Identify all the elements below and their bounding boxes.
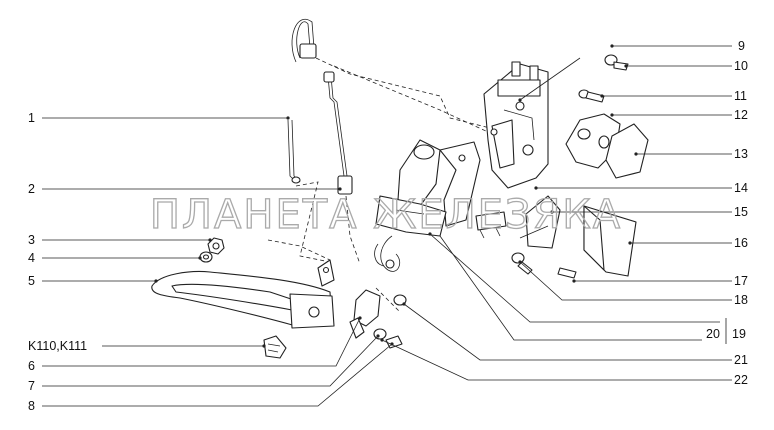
connector-block xyxy=(475,211,507,239)
callout-19: 19 xyxy=(732,327,746,341)
screw-17 xyxy=(557,267,577,279)
callout-2: 2 xyxy=(28,182,35,196)
washer-21 xyxy=(393,294,407,306)
callout-7: 7 xyxy=(28,379,35,393)
callouts-left: 1 2 3 4 5 K110,K111 6 7 8 xyxy=(28,111,87,413)
screw-8 xyxy=(385,335,403,349)
k110-clip xyxy=(263,335,287,359)
callout-6: 6 xyxy=(28,359,35,373)
watermark-text: ПЛАНЕТА ЖЕЛЕЗЯКА xyxy=(150,192,622,238)
parts-drawing xyxy=(151,19,649,359)
bracket-15 xyxy=(519,195,561,249)
washer-4 xyxy=(199,251,213,263)
callout-16: 16 xyxy=(734,236,748,250)
callout-4: 4 xyxy=(28,251,35,265)
screw-9-10 xyxy=(604,54,629,71)
callout-21: 21 xyxy=(734,353,748,367)
rod-1 xyxy=(287,19,317,184)
callouts-right: 9 10 11 12 13 14 15 16 17 18 20 19 21 22 xyxy=(706,39,748,387)
callout-15: 15 xyxy=(734,205,748,219)
callout-k110-k111: K110,K111 xyxy=(28,339,87,353)
callout-22: 22 xyxy=(734,373,748,387)
callout-3: 3 xyxy=(28,233,35,247)
rod-2 xyxy=(323,71,353,195)
screw-18 xyxy=(511,252,533,275)
callout-1: 1 xyxy=(28,111,35,125)
callout-14: 14 xyxy=(734,181,748,195)
actuator-motor xyxy=(374,139,447,272)
callout-10: 10 xyxy=(734,59,748,73)
plate-13 xyxy=(605,123,649,179)
callout-17: 17 xyxy=(734,274,748,288)
callout-5: 5 xyxy=(28,274,35,288)
screw-11 xyxy=(578,89,605,103)
mounting-bracket xyxy=(439,141,481,227)
callout-8: 8 xyxy=(28,399,35,413)
striker-12 xyxy=(565,113,621,169)
washer-7 xyxy=(373,328,387,340)
callout-20: 20 xyxy=(706,327,720,341)
callout-18: 18 xyxy=(734,293,748,307)
cover-16 xyxy=(583,205,637,277)
lock-mechanism xyxy=(483,61,549,189)
outer-handle xyxy=(151,259,335,329)
nut-3 xyxy=(207,237,225,255)
callout-12: 12 xyxy=(734,108,748,122)
callout-11: 11 xyxy=(734,89,747,103)
leader-lines xyxy=(42,44,732,407)
callout-13: 13 xyxy=(734,147,748,161)
callout-9: 9 xyxy=(738,39,745,53)
assembly-guides xyxy=(267,57,491,313)
